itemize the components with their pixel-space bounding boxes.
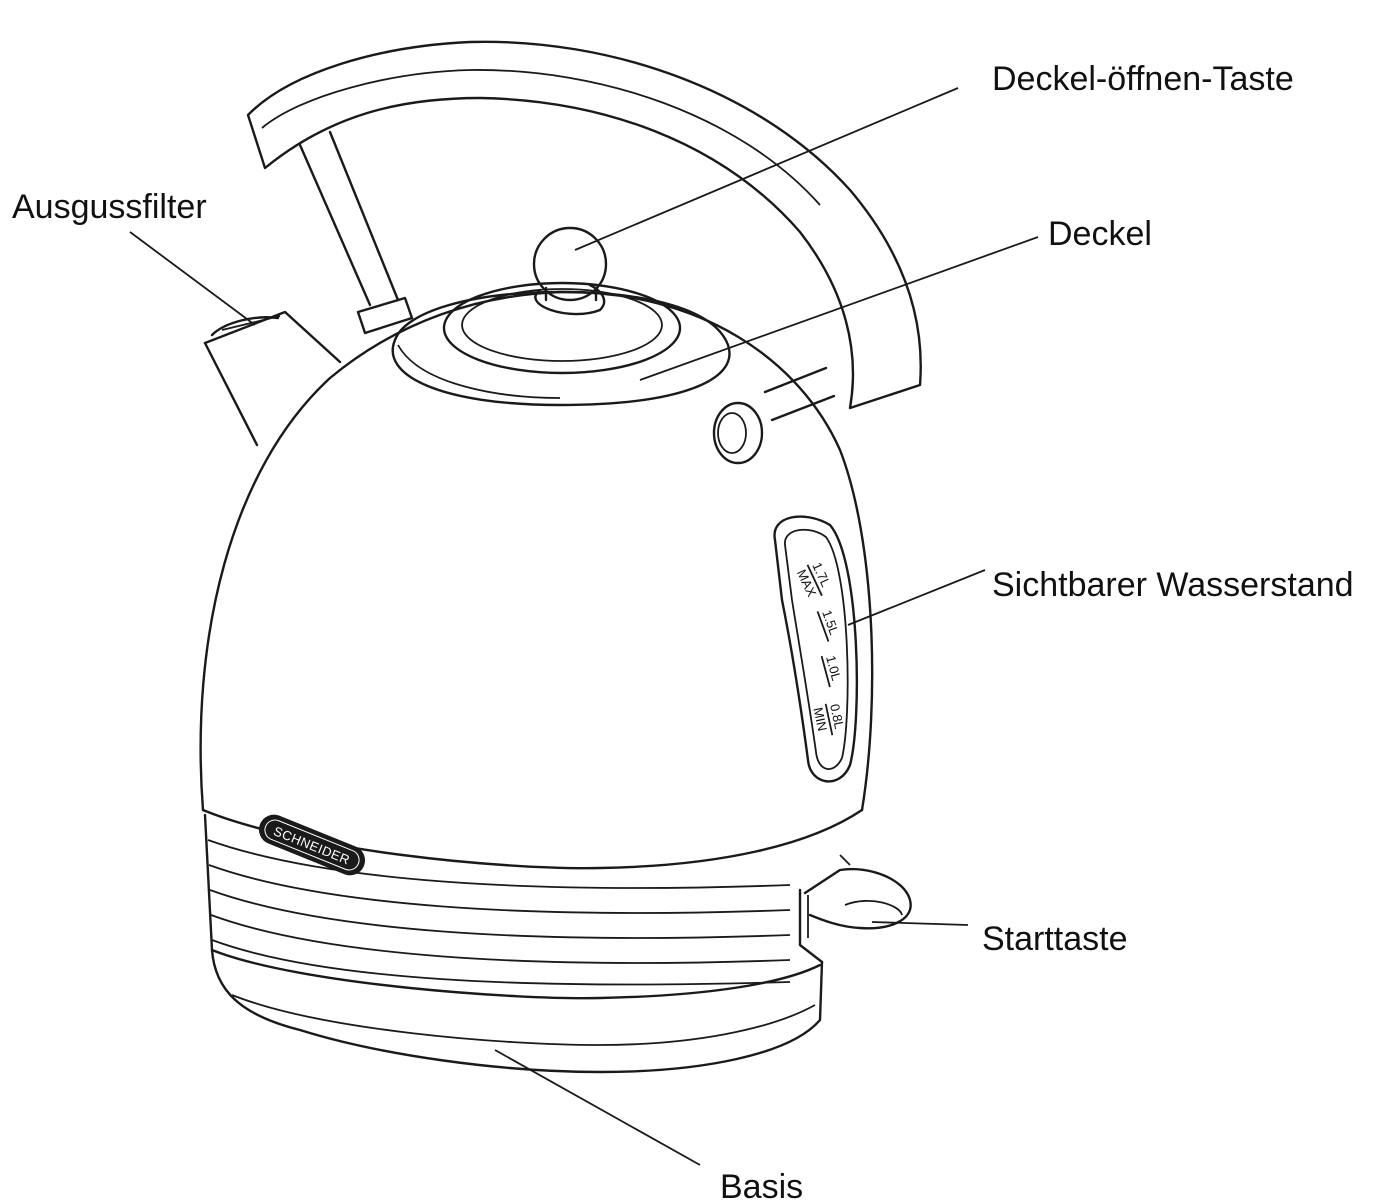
lid-open-button — [532, 226, 608, 316]
svg-text:1.5L: 1.5L — [819, 608, 842, 637]
gauge-mark-2: 1.5L — [816, 608, 842, 642]
kettle-handle — [246, 40, 922, 465]
svg-text:MIN: MIN — [810, 706, 830, 732]
label-basis: Basis — [720, 1168, 803, 1204]
start-switch — [798, 854, 912, 964]
svg-text:0.8L: 0.8L — [827, 703, 847, 731]
leader-starttaste — [871, 921, 969, 926]
gauge-mark-1: 1.7L MAX — [794, 560, 834, 599]
leader-deckel — [639, 236, 1039, 381]
label-starttaste: Starttaste — [982, 920, 1128, 958]
leader-ausgussfilter — [129, 231, 256, 326]
kettle-spout — [203, 310, 342, 447]
brand-logo-plate: SCHNEIDER — [258, 814, 366, 876]
kettle-body — [199, 290, 874, 1074]
label-sichtbarer-wasserstand: Sichtbarer Wasserstand — [992, 566, 1354, 604]
gauge-mark-3: 1.0L — [820, 654, 844, 688]
kettle-lid — [391, 281, 731, 407]
label-deckel-oeffnen-taste: Deckel-öffnen-Taste — [992, 60, 1294, 98]
svg-text:1.0L: 1.0L — [823, 654, 844, 682]
leader-basis — [494, 1049, 701, 1166]
label-ausgussfilter: Ausgussfilter — [12, 188, 207, 226]
water-level-window: 1.7L MAX 1.5L 1.0L 0.8L MIN — [773, 515, 859, 783]
gauge-mark-4: 0.8L MIN — [810, 703, 847, 736]
leader-sichtbarer-wasserstand — [847, 569, 986, 626]
label-deckel: Deckel — [1048, 215, 1152, 253]
leader-deckel-oeffnen-taste — [574, 87, 959, 251]
